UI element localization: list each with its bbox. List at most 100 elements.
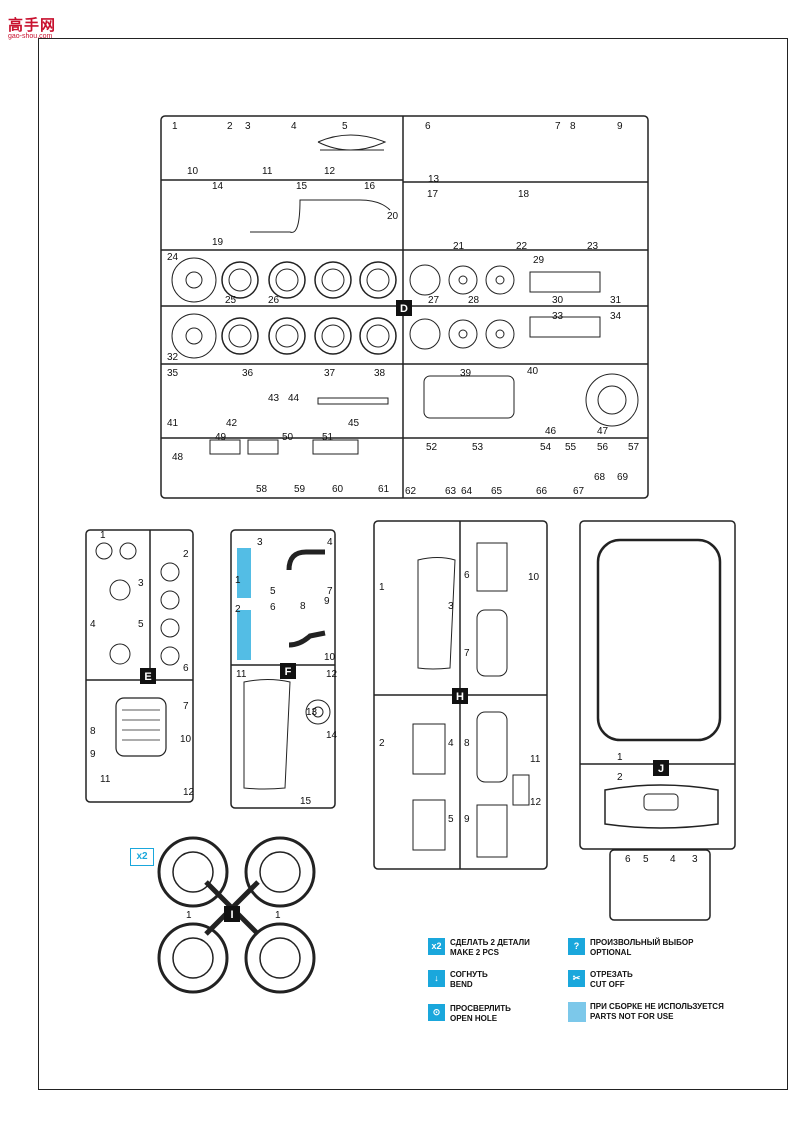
part-label-h-6: 6 — [464, 570, 470, 581]
part-label-j-6: 6 — [625, 854, 631, 865]
sprue-h-letter: H — [456, 691, 464, 703]
part-label-d-1: 1 — [172, 121, 178, 132]
watermark-url: gao-shou.com — [8, 33, 53, 40]
sprue-h-badge — [452, 688, 468, 704]
legend-en: PARTS NOT FOR USE — [590, 1012, 674, 1021]
sprue-j — [579, 520, 736, 921]
part-label-j-1: 1 — [617, 752, 623, 763]
part-label-e-4: 4 — [90, 619, 96, 630]
part-label-f-3: 3 — [257, 537, 263, 548]
part-label-d-19: 19 — [212, 237, 224, 248]
part-label-d-63: 63 — [445, 486, 457, 497]
legend-ru: СДЕЛАТЬ 2 ДЕТАЛИ — [450, 938, 530, 947]
part-label-d-2: 2 — [227, 121, 233, 132]
part-label-j-2: 2 — [617, 772, 623, 783]
part-label-e-8: 8 — [90, 726, 96, 737]
part-label-d-12: 12 — [324, 166, 336, 177]
legend-ru: СОГНУТЬ — [450, 970, 488, 979]
sprue-e-letter: E — [144, 671, 151, 683]
part-label-h-1: 1 — [379, 582, 385, 593]
part-label-d-18: 18 — [518, 189, 530, 200]
part-label-f-7: 7 — [327, 586, 333, 597]
sprue-i-multiplier: x2 — [130, 848, 154, 866]
part-label-d-58: 58 — [256, 484, 268, 495]
sprue-j-letter: J — [658, 763, 664, 775]
part-label-d-62: 62 — [405, 486, 417, 497]
watermark-brand: 高手网 — [8, 16, 57, 34]
part-label-j-3: 3 — [692, 854, 698, 865]
sprue-f-badge — [280, 663, 296, 679]
part-label-d-64: 64 — [461, 486, 473, 497]
part-label-e-11: 11 — [100, 774, 111, 785]
part-label-h-5: 5 — [448, 814, 454, 825]
sprue-d-frame — [160, 115, 649, 499]
part-label-d-50: 50 — [282, 432, 294, 443]
part-label-d-33: 33 — [552, 311, 564, 322]
part-label-e-10: 10 — [180, 734, 192, 745]
part-label-f-8: 8 — [300, 601, 306, 612]
sprue-f-unused-parts — [237, 548, 251, 660]
part-label-d-28: 28 — [468, 295, 480, 306]
part-label-d-17: 17 — [427, 189, 439, 200]
part-label-d-15: 15 — [296, 181, 308, 192]
part-label-d-27: 27 — [428, 295, 440, 306]
part-label-d-69: 69 — [617, 472, 629, 483]
part-label-f-15: 15 — [300, 796, 312, 807]
part-label-d-21: 21 — [453, 241, 465, 252]
part-label-d-41: 41 — [167, 418, 179, 429]
part-label-d-35: 35 — [167, 368, 179, 379]
part-label-d-57: 57 — [628, 442, 640, 453]
part-label-f-4: 4 — [327, 537, 333, 548]
sprue-e-badge — [140, 668, 156, 684]
part-label-d-66: 66 — [536, 486, 548, 497]
part-label-d-52: 52 — [426, 442, 438, 453]
watermark-logo: 高手网 gao-shou.com — [4, 6, 68, 40]
part-label-d-32: 32 — [167, 352, 179, 363]
part-label-i-1: 1 — [275, 910, 281, 921]
part-label-d-10: 10 — [187, 166, 199, 177]
part-label-e-3: 3 — [138, 578, 144, 589]
part-label-d-29: 29 — [533, 255, 545, 266]
part-label-e-7: 7 — [183, 701, 189, 712]
part-label-f-6: 6 — [270, 602, 276, 613]
sprue-j-badge — [653, 760, 669, 776]
part-label-d-9: 9 — [617, 121, 623, 132]
part-label-d-51: 51 — [322, 432, 334, 443]
part-label-d-65: 65 — [491, 486, 503, 497]
page-frame — [38, 38, 788, 1090]
part-label-h-2: 2 — [379, 738, 385, 749]
part-label-e-9: 9 — [90, 749, 96, 760]
part-label-d-31: 31 — [610, 295, 622, 306]
sprue-i-badge — [224, 906, 240, 922]
legend-ru: ПРИ СБОРКЕ НЕ ИСПОЛЬЗУЕТСЯ — [590, 1002, 724, 1011]
part-label-d-42: 42 — [226, 418, 238, 429]
part-label-d-45: 45 — [348, 418, 360, 429]
legend-en: BEND — [450, 980, 473, 989]
sprue-d-badge — [396, 300, 412, 316]
cut-off-icon: ✂ — [568, 970, 585, 987]
part-label-d-13: 13 — [428, 174, 440, 185]
legend-en: OPTIONAL — [590, 948, 632, 957]
part-label-f-10: 10 — [324, 652, 336, 663]
part-label-h-8: 8 — [464, 738, 470, 749]
part-label-d-44: 44 — [288, 393, 300, 404]
part-label-d-5: 5 — [342, 121, 348, 132]
part-label-e-12: 12 — [183, 787, 195, 798]
sprue-f-letter: F — [285, 666, 292, 678]
part-label-h-7: 7 — [464, 648, 470, 659]
part-label-d-34: 34 — [610, 311, 622, 322]
part-label-d-40: 40 — [527, 366, 539, 377]
legend-ru: ПРОИЗВОЛЬНЫЙ ВЫБОР — [590, 938, 694, 947]
part-label-f-2: 2 — [235, 604, 241, 615]
part-label-d-30: 30 — [552, 295, 564, 306]
part-label-d-49: 49 — [215, 432, 227, 443]
part-label-f-13: 13 — [306, 707, 318, 718]
part-label-h-12: 12 — [530, 797, 542, 808]
make-2-pcs-icon: x2 — [428, 938, 445, 955]
part-label-d-60: 60 — [332, 484, 344, 495]
legend-en: OPEN HOLE — [450, 1014, 498, 1023]
part-label-d-46: 46 — [545, 426, 557, 437]
